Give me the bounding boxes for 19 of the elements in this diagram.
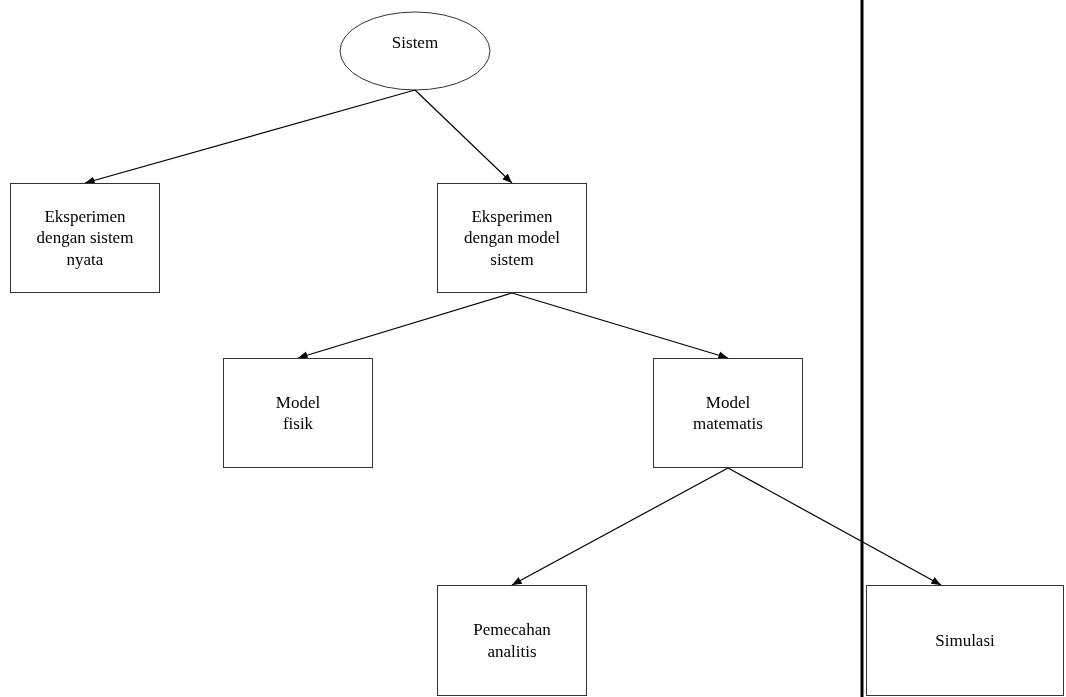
process-box xyxy=(223,358,373,468)
node-label: Pemecahan analitis xyxy=(472,619,552,662)
node-label: Model matematis xyxy=(692,391,764,435)
arrow xyxy=(297,292,513,359)
node-label: Eksperimen dengan sistem nyata xyxy=(35,206,135,270)
arrow xyxy=(511,292,729,359)
process-box xyxy=(866,585,1064,696)
node-label: Eksperimen dengan model sistem xyxy=(463,206,561,270)
process-box xyxy=(10,183,160,293)
process-box xyxy=(653,358,803,468)
arrow xyxy=(414,89,513,184)
process-box xyxy=(437,183,587,293)
node-label: Model fisik xyxy=(274,391,322,435)
process-box xyxy=(437,585,587,696)
arrow xyxy=(727,467,942,586)
node-label: Sistem xyxy=(391,32,439,54)
arrow xyxy=(84,89,416,185)
node-label: Simulasi xyxy=(935,629,995,652)
arrow xyxy=(511,467,729,586)
